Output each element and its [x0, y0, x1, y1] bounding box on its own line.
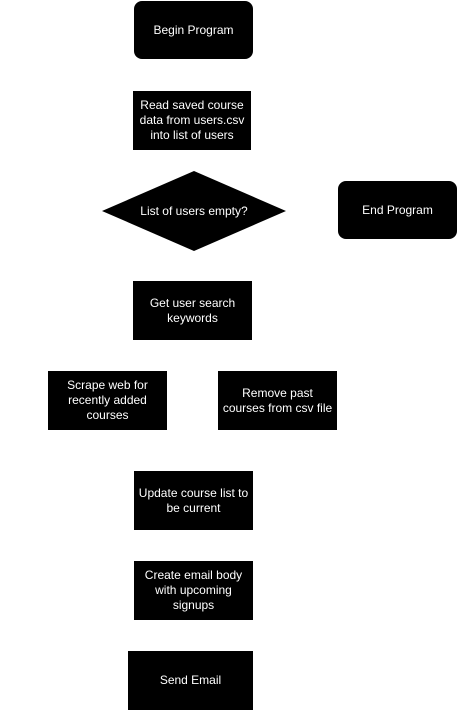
decision-diamond-shape — [102, 171, 286, 251]
users-empty-label: List of users empty? — [140, 203, 248, 218]
remove-past-courses-label: Remove past courses from csv file — [222, 385, 333, 415]
create-email-body-node: Create email body with upcoming signups — [134, 561, 253, 620]
users-empty-decision: List of users empty? — [102, 171, 286, 251]
update-course-list-label: Update course list to be current — [138, 485, 249, 515]
begin-program-label: Begin Program — [153, 22, 234, 37]
scrape-web-node: Scrape web for recently added courses — [48, 371, 167, 430]
end-program-label: End Program — [362, 202, 433, 217]
send-email-label: Send Email — [159, 673, 222, 687]
get-keywords-label: Get user search keywords — [149, 295, 236, 325]
get-keywords-node: Get user search keywords — [133, 281, 252, 340]
begin-program-node: Begin Program — [134, 1, 253, 59]
end-program-node: End Program — [338, 181, 457, 239]
update-course-list-node: Update course list to be current — [134, 471, 253, 530]
read-users-node: Read saved course data from users.csv in… — [133, 91, 251, 150]
remove-past-courses-node: Remove past courses from csv file — [218, 371, 337, 430]
scrape-web-label: Scrape web for recently added courses — [67, 378, 148, 422]
read-users-label: Read saved course data from users.csv in… — [139, 98, 245, 142]
create-email-body-label: Create email body with upcoming signups — [144, 568, 243, 612]
send-email-node: Send Email — [128, 651, 253, 710]
